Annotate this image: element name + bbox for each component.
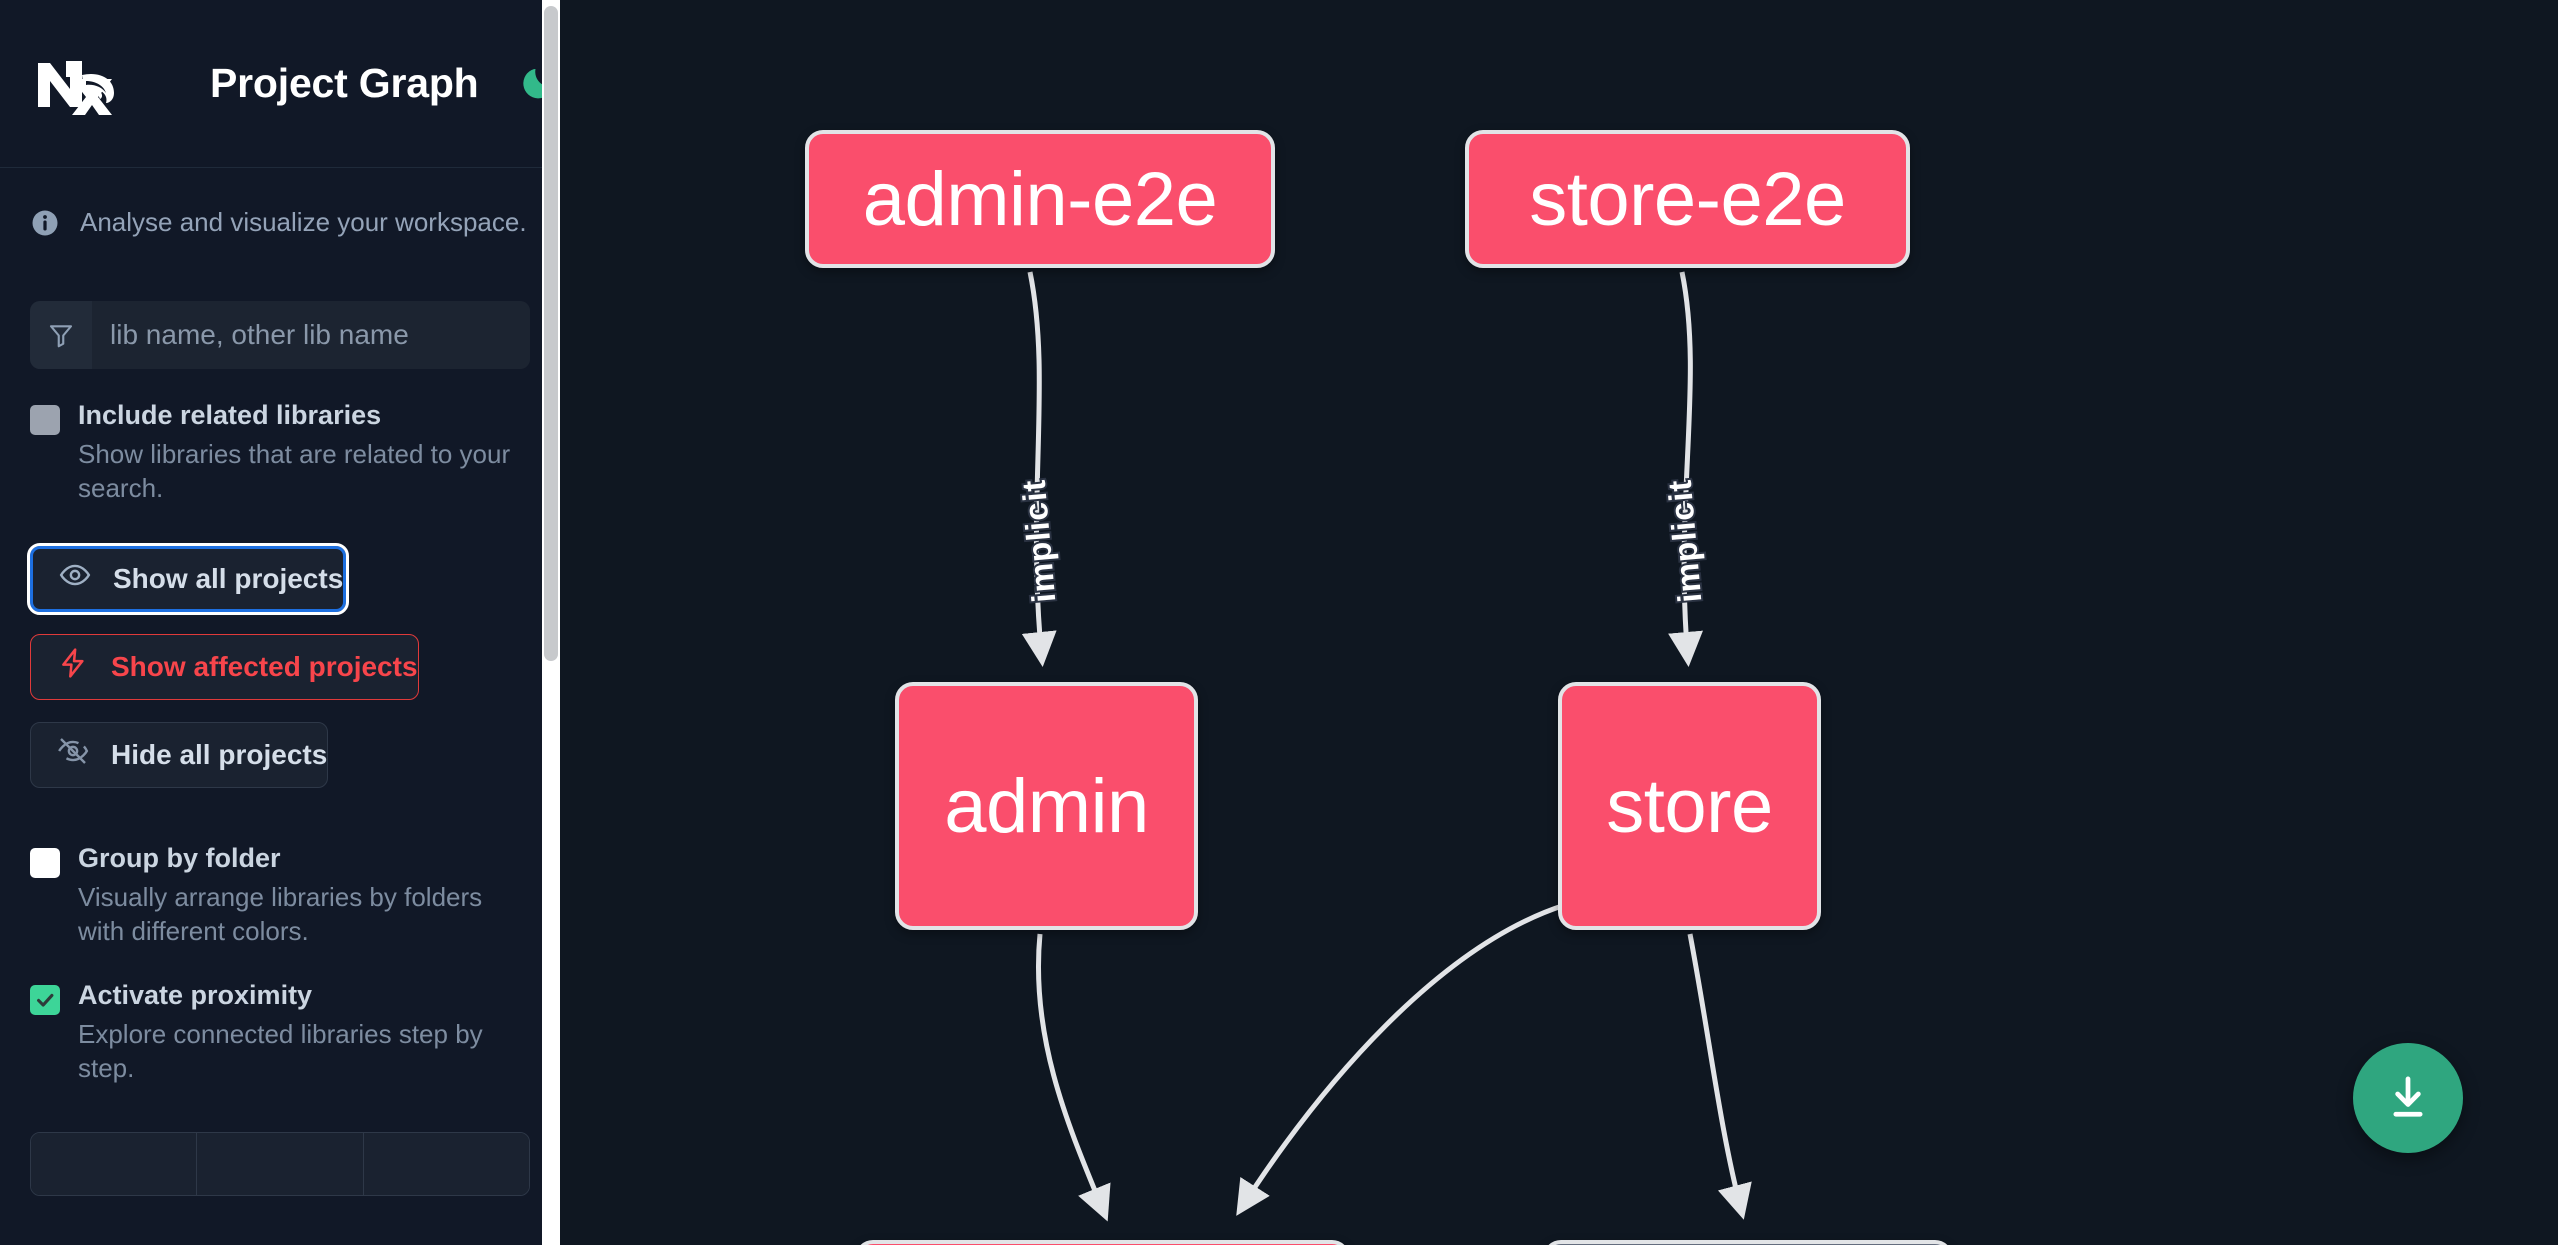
checkbox-include-related-libraries-box[interactable] [30, 405, 60, 435]
filter-icon [30, 301, 92, 369]
eye-off-icon [57, 735, 89, 774]
segment-3[interactable] [363, 1132, 529, 1195]
checkbox-activate-proximity-box[interactable] [30, 984, 60, 1015]
graph-node-store[interactable]: store [1558, 682, 1821, 930]
hide-all-projects-label: Hide all projects [111, 738, 328, 770]
graph-node-admin-e2e-label: admin-e2e [862, 156, 1218, 242]
graph-node-store-e2e-label: store-e2e [1529, 156, 1846, 242]
project-graph-canvas[interactable]: implicit implicit admin-e2e store-e2e ad… [560, 0, 2558, 1245]
info-icon [30, 208, 60, 243]
edge-store-to-common-ui [1236, 902, 1566, 1216]
eye-icon [59, 559, 91, 598]
edge-label-implicit-store: implicit [1661, 478, 1709, 604]
edge-admin-e2e-to-admin [1021, 271, 1057, 667]
checkbox-activate-proximity[interactable]: Activate proximity Explore connected lib… [0, 949, 560, 1086]
download-image-button[interactable] [2353, 1043, 2463, 1153]
graph-node-store-e2e[interactable]: store-e2e [1465, 130, 1910, 268]
show-affected-projects-button[interactable]: Show affected projects [30, 633, 419, 700]
show-affected-projects-label: Show affected projects [111, 650, 418, 682]
checkbox-activate-proximity-description: Explore connected libraries step by step… [78, 1018, 483, 1084]
graph-node-common-ui[interactable]: common-ui [855, 1240, 1350, 1245]
checkbox-group-by-folder-description: Visually arrange libraries by folders wi… [78, 881, 483, 947]
show-all-projects-button[interactable]: Show all projects [26, 542, 350, 615]
graph-node-store-label: store [1606, 763, 1773, 849]
checkbox-group-by-folder-box[interactable] [30, 847, 60, 878]
edge-store-to-products [1687, 933, 1752, 1220]
sidebar-scrollbar-track[interactable] [542, 0, 560, 1245]
hide-all-projects-button[interactable]: Hide all projects [30, 721, 329, 788]
checkbox-include-related-libraries[interactable]: Include related libraries Show libraries… [0, 369, 560, 506]
checkbox-include-related-libraries-label: Include related libraries [78, 400, 382, 430]
check-icon [37, 993, 54, 1007]
page-title: Project Graph [210, 60, 479, 106]
show-all-projects-label: Show all projects [113, 562, 344, 594]
bottom-segmented-control[interactable] [30, 1131, 530, 1196]
sidebar: Project Graph Analyse and visualize your… [0, 0, 560, 1245]
download-icon [2393, 1076, 2423, 1117]
segment-2[interactable] [197, 1132, 364, 1195]
graph-node-admin-e2e[interactable]: admin-e2e [805, 130, 1275, 268]
lightning-bolt-icon [57, 647, 89, 686]
sidebar-header: Project Graph [0, 0, 560, 168]
graph-node-products[interactable]: products [1543, 1240, 1953, 1245]
search-input[interactable] [92, 301, 530, 369]
checkbox-include-related-libraries-description: Show libraries that are related to your … [78, 438, 511, 504]
search-field[interactable] [30, 301, 530, 369]
checkbox-group-by-folder[interactable]: Group by folder Visually arrange librari… [0, 788, 560, 949]
workspace-note-text: Analyse and visualize your workspace. [80, 207, 527, 237]
checkbox-group-by-folder-label: Group by folder [78, 842, 281, 873]
edge-admin-to-common-ui [1035, 933, 1111, 1222]
sidebar-scrollbar-thumb[interactable] [544, 6, 558, 661]
nx-logo-icon [30, 53, 122, 115]
graph-node-admin-label: admin [944, 763, 1149, 849]
edge-store-e2e-to-store [1668, 271, 1704, 667]
checkbox-activate-proximity-label: Activate proximity [78, 979, 313, 1010]
edge-label-implicit-admin: implicit [1015, 478, 1063, 604]
graph-edges: implicit implicit [1013, 271, 1752, 1222]
segment-1[interactable] [31, 1132, 198, 1195]
graph-node-admin[interactable]: admin [895, 682, 1198, 930]
workspace-note: Analyse and visualize your workspace. [0, 168, 560, 243]
